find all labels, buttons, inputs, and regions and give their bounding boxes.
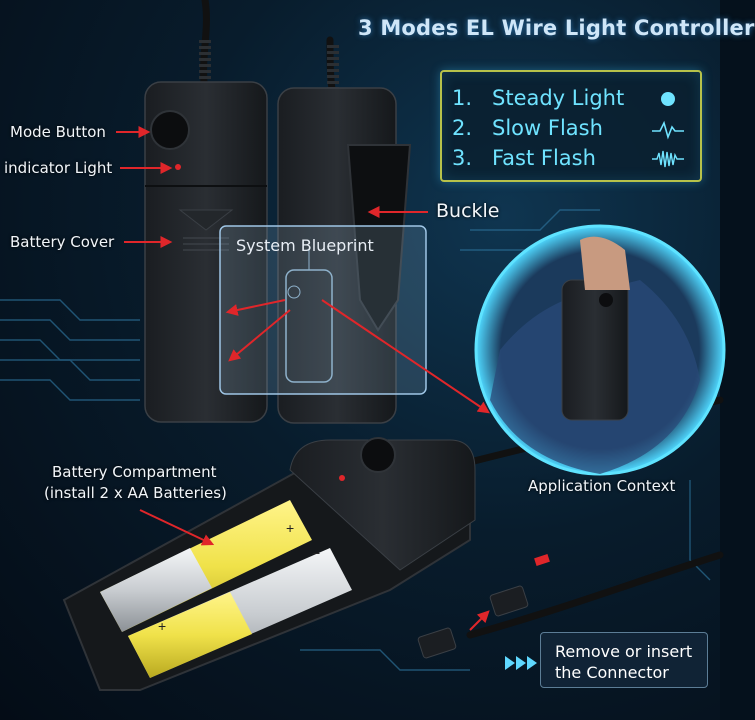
- mode-item-fast-flash: 3. Fast Flash: [442, 144, 700, 174]
- label-battery-cover: Battery Cover: [10, 233, 115, 251]
- battery-minus-mark: −: [312, 545, 321, 561]
- mode-number: 3.: [452, 146, 473, 170]
- mode-label: Fast Flash: [492, 146, 596, 170]
- label-battery-compartment: Battery Compartment: [52, 463, 217, 481]
- label-mode-button: Mode Button: [10, 123, 106, 141]
- page-title: 3 Modes EL Wire Light Controller: [358, 16, 755, 40]
- connector-info-box: Remove or insert the Connector: [540, 632, 708, 688]
- mode-label: Slow Flash: [492, 116, 603, 140]
- connector-line-1: Remove or insert: [555, 642, 693, 661]
- blueprint-panel: [219, 225, 427, 395]
- connector-line-2: the Connector: [555, 663, 669, 682]
- label-battery-instructions: (install 2 x AA Batteries): [44, 484, 227, 502]
- chevron-arrows-icon: [505, 656, 537, 670]
- label-buckle: Buckle: [436, 200, 500, 222]
- label-system-blueprint: System Blueprint: [236, 236, 374, 255]
- application-context-circle: [474, 224, 726, 476]
- connector-text: Remove or insert the Connector: [555, 641, 692, 683]
- mode-item-slow-flash: 2. Slow Flash: [442, 114, 700, 144]
- modes-panel: 1. Steady Light 2. Slow Flash 3. Fast Fl…: [440, 70, 702, 182]
- battery-aa-2: [128, 548, 352, 678]
- mode-number: 1.: [452, 86, 473, 110]
- fast-pulse-icon: [652, 150, 684, 168]
- controller-back: [277, 87, 412, 424]
- mode-item-steady: 1. Steady Light: [442, 84, 700, 114]
- product-illustration: [0, 0, 726, 691]
- controller-front: [144, 81, 268, 423]
- wire-connector: [417, 554, 550, 659]
- slow-pulse-icon: [652, 120, 684, 140]
- battery-plus-mark: +: [286, 520, 295, 536]
- mode-number: 2.: [452, 116, 473, 140]
- mode-label: Steady Light: [492, 86, 625, 110]
- battery-plus-mark: +: [158, 618, 167, 634]
- dot-icon: [661, 92, 675, 106]
- battery-aa-1: [100, 500, 312, 632]
- label-application-context: Application Context: [528, 477, 676, 495]
- callout-arrows: [116, 126, 490, 631]
- label-indicator-light: indicator Light: [4, 159, 113, 177]
- circuit-traces: [0, 209, 711, 671]
